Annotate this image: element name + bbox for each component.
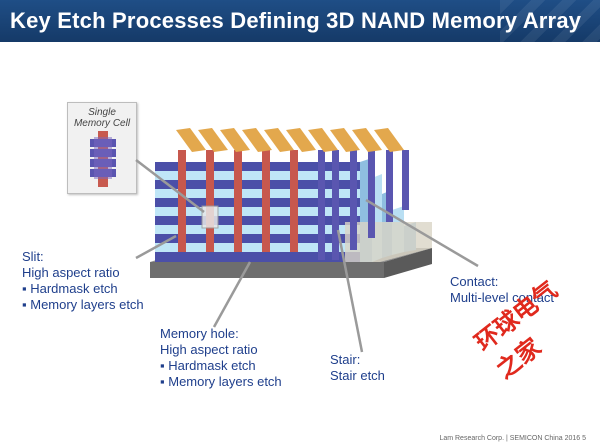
single-memory-cell-inset: Single Memory Cell — [67, 102, 137, 194]
header-decoration — [500, 0, 600, 42]
memory-hole-item-2: ▪ Memory layers etch — [160, 374, 282, 389]
base-front — [150, 262, 384, 278]
memory-cell-label-line2: Memory Cell — [73, 118, 131, 129]
memory-cell-label-line1: Single — [88, 107, 116, 118]
slit-heading: Slit: — [22, 249, 44, 264]
contact-annotation: Contact: Multi-level contact — [450, 274, 554, 306]
stair-heading: Stair: — [330, 352, 361, 367]
highlighted-cell — [201, 205, 219, 229]
page-title: Key Etch Processes Defining 3D NAND Memo… — [10, 8, 582, 33]
memory-hole-subtitle: High aspect ratio — [160, 342, 258, 357]
title-bar: Key Etch Processes Defining 3D NAND Memo… — [0, 0, 600, 42]
base-side — [384, 248, 432, 278]
slit-subtitle: High aspect ratio — [22, 265, 120, 280]
slit-annotation: Slit: High aspect ratio ▪ Hardmask etch … — [22, 249, 144, 313]
memory-cell-label: Single Memory Cell — [68, 107, 136, 129]
slit-item-1: ▪ Hardmask etch — [22, 281, 118, 296]
memory-hole-pillars — [178, 150, 298, 252]
layer-stack — [155, 162, 360, 262]
memory-cell-icon — [90, 131, 116, 187]
slit-item-1-text: Hardmask etch — [30, 281, 118, 296]
memory-hole-item-1-text: Hardmask etch — [168, 358, 256, 373]
contact-pillars — [318, 150, 409, 260]
memory-hole-item-2-text: Memory layers etch — [168, 374, 282, 389]
bit-lines — [176, 128, 404, 152]
memory-hole-annotation: Memory hole: High aspect ratio ▪ Hardmas… — [160, 326, 282, 390]
footer: Lam Research Corp. | SEMICON China 2016 … — [439, 435, 586, 442]
stair-subtitle: Stair etch — [330, 368, 385, 383]
contact-heading: Contact: — [450, 274, 499, 289]
slit-item-2-text: Memory layers etch — [30, 297, 144, 312]
stair-annotation: Stair: Stair etch — [330, 352, 385, 384]
callout-lines — [135, 159, 479, 353]
memory-hole-item-1: ▪ Hardmask etch — [160, 358, 256, 373]
memory-hole-heading: Memory hole: — [160, 326, 239, 341]
slit-item-2: ▪ Memory layers etch — [22, 297, 144, 312]
contact-subtitle: Multi-level contact — [450, 290, 555, 305]
